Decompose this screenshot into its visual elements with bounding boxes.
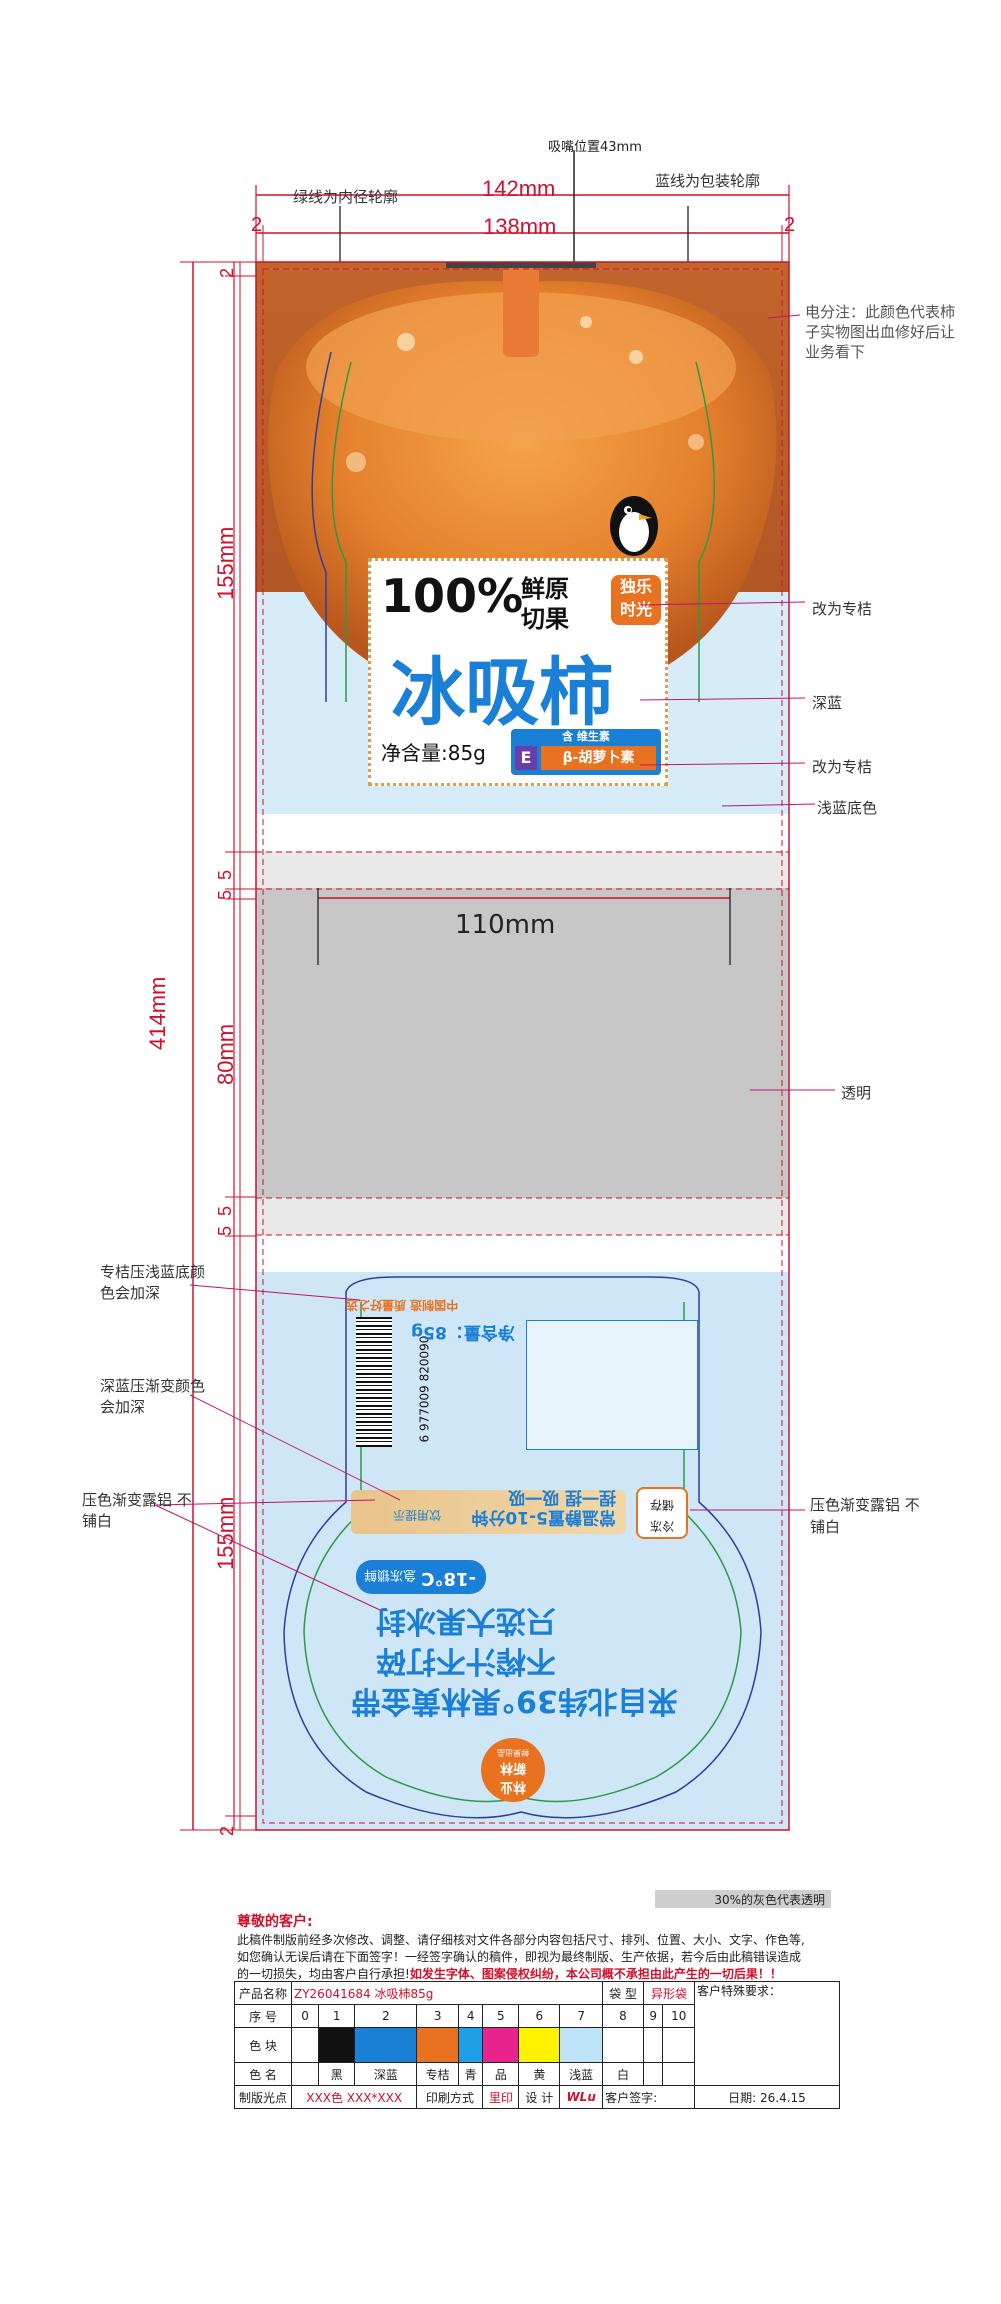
spec-seq-7: 7 [559, 2004, 604, 2028]
spec-bag-label: 袋 型 [602, 1981, 644, 2005]
spec-print-label: 印刷方式 [416, 2085, 484, 2109]
spec-product-name-label: 产品名称 [234, 1981, 292, 2005]
note-electro: 电分注：此颜色代表柿子实物图出血修好后让业务看下 [805, 303, 956, 361]
note-transparent: 透明 [841, 1084, 872, 1102]
vitamin-letter: E [515, 746, 537, 770]
color-block-3 [416, 2027, 459, 2063]
note-spot-orange-2: 改为专桔 [812, 758, 873, 776]
fresh-cut-line2: 切果 [521, 605, 569, 633]
spec-table: 产品名称 ZY26041684 冰吸柿85g 袋 型 异形袋 客户特殊要求： 序… [234, 1981, 840, 2109]
vitamin-title: 含 维生素 [562, 730, 610, 743]
seam-band-4 [256, 1235, 789, 1272]
color-block-9 [642, 2027, 664, 2063]
transparent-window [256, 888, 789, 1198]
note-spot-orange-1: 改为专桔 [812, 600, 873, 618]
width-142-label: 142mm [482, 176, 556, 201]
spec-name-0 [290, 2062, 320, 2086]
transparency-legend: 30%的灰色代表透明 [655, 1890, 831, 1908]
disclaimer-line1: 此稿件制版前经多次修改、调整、请仔细核对文件各部分内容包括尺寸、排列、位置、大小… [237, 1933, 805, 1947]
spec-seq-8: 8 [602, 2004, 644, 2028]
seam-band-1 [256, 814, 789, 851]
spec-designer: WLu [559, 2085, 604, 2109]
note-blue-line: 蓝线为包装轮廓 [655, 172, 761, 190]
note-spot-on-light-blue: 专桔压浅蓝底颜色会加深 [100, 1263, 206, 1302]
spec-seq-3: 3 [416, 2004, 459, 2028]
note-press-left: 压色渐变露铝 不铺白 [82, 1491, 192, 1530]
color-block-7 [559, 2027, 604, 2063]
spec-name-3: 专桔 [416, 2062, 459, 2086]
spec-customer-req: 客户特殊要求： [694, 1981, 840, 2086]
spec-bag-type: 异形袋 [642, 1981, 696, 2005]
back-panel-background [256, 1272, 789, 1830]
spec-print: 里印 [482, 2085, 520, 2109]
spec-name-8: 白 [602, 2062, 644, 2086]
transparency-legend-text: 30%的灰色代表透明 [714, 1893, 825, 1907]
spec-seq-4: 4 [457, 2004, 484, 2028]
spec-product-name: ZY26041684 冰吸柿85g [290, 1981, 604, 2005]
edge-left-label: 2 [251, 214, 263, 236]
note-press-right: 压色渐变露铝 不铺白 [810, 1496, 920, 1536]
disclaimer-line3: 的一切损失，均由客户自行承担!如发生字体、图案侵权纠纷，本公司概不承担由此产生的… [237, 1965, 782, 1982]
color-block-0 [290, 2027, 320, 2063]
spec-name-10 [662, 2062, 695, 2086]
percent-text: 100% [381, 569, 524, 623]
color-block-1 [318, 2027, 356, 2063]
spec-seq-0: 0 [290, 2004, 320, 2028]
front-label-card: 100% 鲜原 切果 独乐 时光 冰吸柿 净含量:85g 含 维生素 E β-胡… [368, 558, 668, 786]
width-110-label: 110mm [455, 910, 556, 940]
package-artwork: 100% 鲜原 切果 独乐 时光 冰吸柿 净含量:85g 含 维生素 E β-胡… [256, 262, 789, 1830]
note-light-blue: 浅蓝底色 [817, 799, 878, 817]
note-deep-blue: 深蓝 [812, 694, 843, 712]
color-block-10 [662, 2027, 695, 2063]
net-content: 净含量:85g [381, 741, 486, 765]
spec-seq-1: 1 [318, 2004, 356, 2028]
spec-name-7: 浅蓝 [559, 2062, 604, 2086]
disclaimer-heading: 尊敬的客户: [237, 1914, 313, 1930]
disclaimer-line2: 如您确认无误后请在下面签字！一经签字确认的稿件，即视为最终制版、生产依据，若今后… [237, 1950, 802, 1964]
spec-seq-label: 序 号 [234, 2004, 292, 2028]
color-block-5 [482, 2027, 520, 2063]
vitamin-box: 含 维生素 E β-胡萝卜素 [511, 729, 661, 775]
carotene-text: β-胡萝卜素 [541, 746, 656, 770]
edge-right-label: 2 [784, 214, 796, 236]
spec-plate: XXX色 XXX*XXX [290, 2085, 418, 2109]
color-block-8 [602, 2027, 644, 2063]
color-block-6 [518, 2027, 561, 2063]
spec-plate-label: 制版光点 [234, 2085, 292, 2109]
spec-sign-label: 客户签字: [602, 2085, 695, 2109]
spec-seq-10: 10 [662, 2004, 695, 2028]
note-deep-blue-gradient: 深蓝压渐变颜色会加深 [100, 1377, 206, 1416]
spec-name-9 [642, 2062, 664, 2086]
fresh-cut-line1: 鲜原 [521, 575, 569, 603]
spec-seq-2: 2 [354, 2004, 418, 2028]
spec-name-6: 黄 [518, 2062, 561, 2086]
color-block-2 [354, 2027, 418, 2063]
note-green-line: 绿线为内径轮廓 [293, 188, 399, 206]
seam-band-2 [256, 851, 789, 888]
disclaimer-line3b: 如发生字体、图案侵权纠纷，本公司概不承担由此产生的一切后果！！ [409, 1967, 782, 1981]
spec-block-label: 色 块 [234, 2027, 292, 2063]
brand-badge-line1: 独乐 [619, 577, 652, 596]
spec-name-label: 色 名 [234, 2062, 292, 2086]
spec-name-4: 青 [457, 2062, 484, 2086]
spec-name-5: 品 [482, 2062, 520, 2086]
spec-name-1: 黑 [318, 2062, 356, 2086]
barcode [356, 1317, 392, 1447]
spec-date: 日期: 26.4.15 [694, 2085, 840, 2109]
brand-badge: 独乐 时光 [611, 575, 661, 625]
color-block-4 [457, 2027, 484, 2063]
product-name: 冰吸柿 [391, 650, 613, 736]
spec-seq-6: 6 [518, 2004, 561, 2028]
straw-dimension-label: 吸嘴位置43mm [548, 140, 642, 155]
disclaimer-line3a: 的一切损失，均由客户自行承担! [237, 1967, 410, 1981]
spec-name-2: 深蓝 [354, 2062, 418, 2086]
seam-band-3 [256, 1198, 789, 1235]
width-138-label: 138mm [483, 214, 557, 239]
spec-seq-9: 9 [642, 2004, 664, 2028]
spec-seq-5: 5 [482, 2004, 520, 2028]
spec-design-label: 设 计 [518, 2085, 561, 2109]
nutrition-table [526, 1320, 698, 1450]
